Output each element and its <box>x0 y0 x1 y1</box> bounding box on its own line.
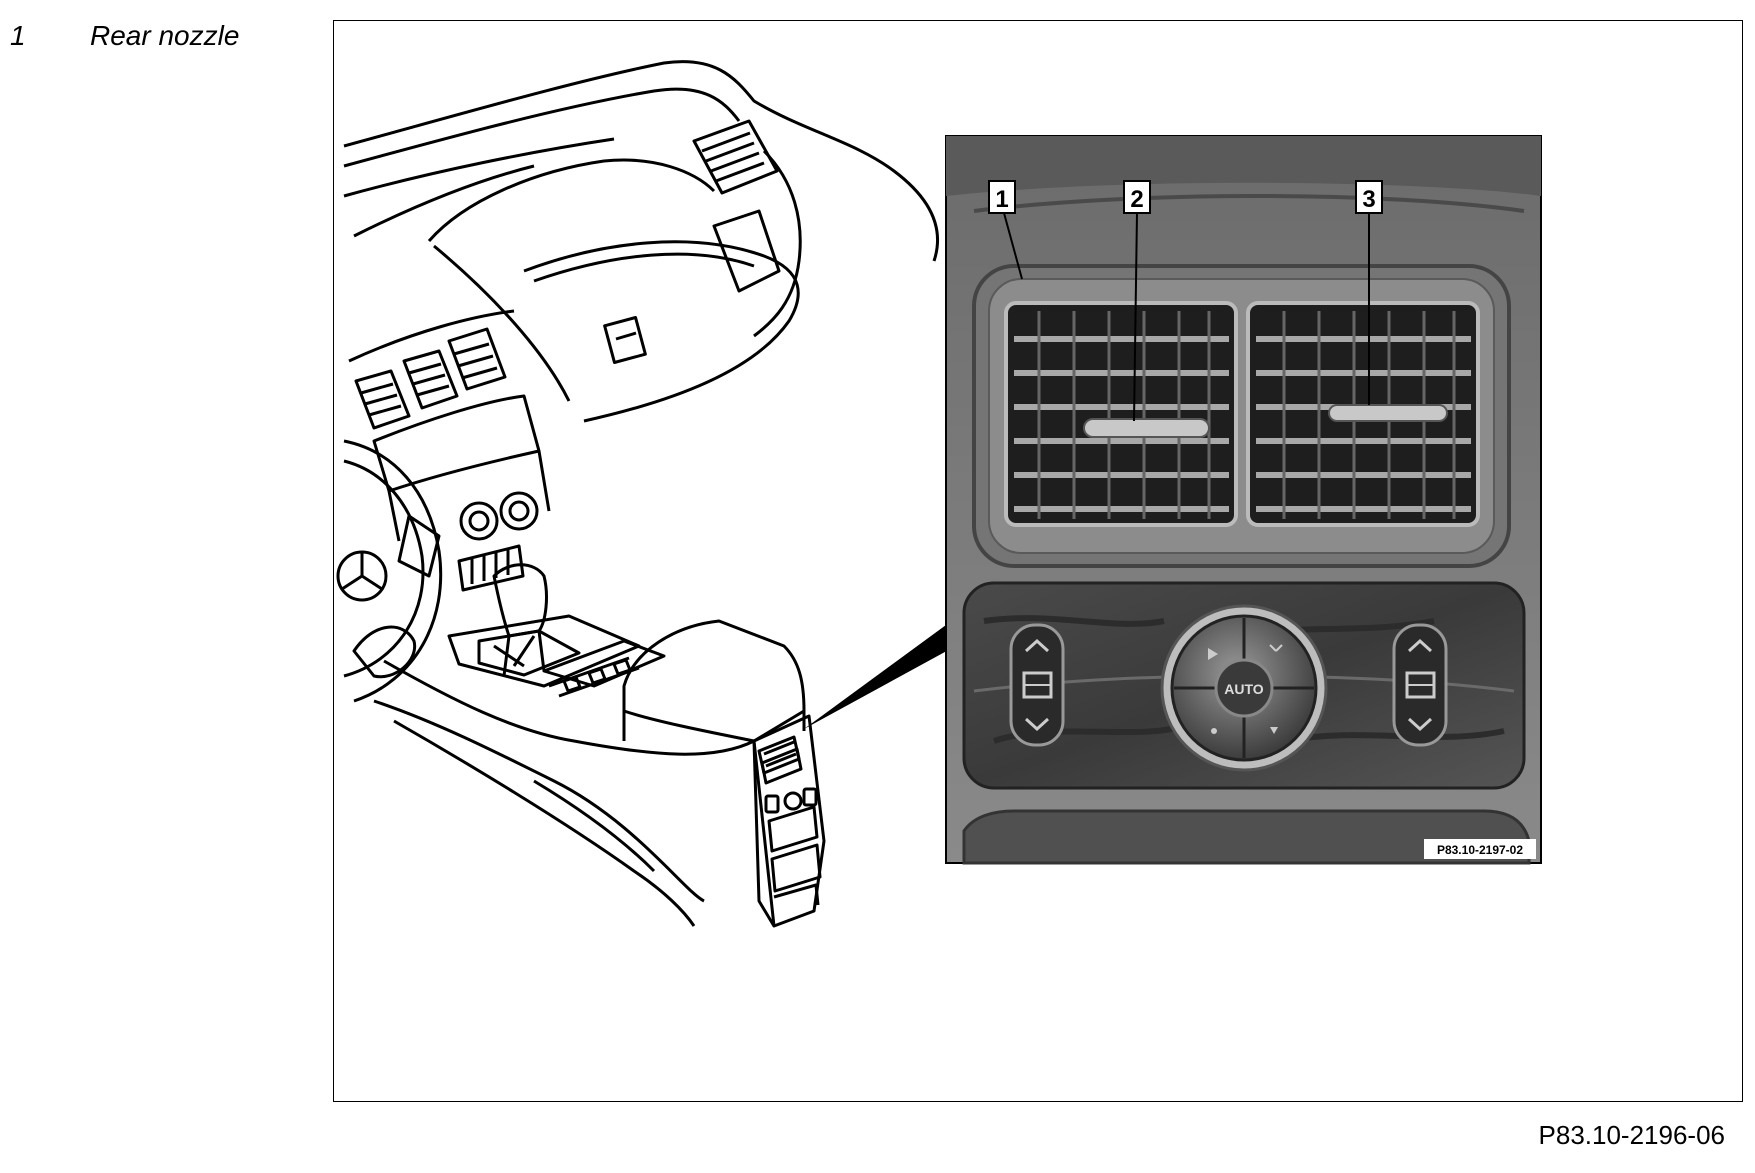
callout-1: 1 <box>995 186 1008 213</box>
legend-number: 1 <box>10 20 26 51</box>
rear-nozzle-right <box>1246 301 1480 527</box>
callout-2: 2 <box>1130 186 1143 213</box>
figure-code: P83.10-2196-06 <box>1538 1120 1725 1150</box>
rear-nozzle-left <box>1004 301 1238 527</box>
illustration-frame: AUTO 1 2 3 P83.10-2197-02 <box>333 20 1743 1102</box>
auto-button-label: AUTO <box>1224 681 1264 697</box>
illustration: AUTO 1 2 3 P83.10-2197-02 <box>336 60 1542 928</box>
legend-label: Rear nozzle <box>90 20 240 51</box>
dashboard-drawing <box>336 60 940 928</box>
rear-nozzle-photo: AUTO 1 2 3 P83.10-2197-02 <box>945 135 1542 865</box>
photo-code: P83.10-2197-02 <box>1437 843 1523 857</box>
rear-climate-control-panel: AUTO <box>962 581 1526 790</box>
detail-pointer <box>804 625 954 729</box>
callout-3: 3 <box>1362 186 1375 213</box>
